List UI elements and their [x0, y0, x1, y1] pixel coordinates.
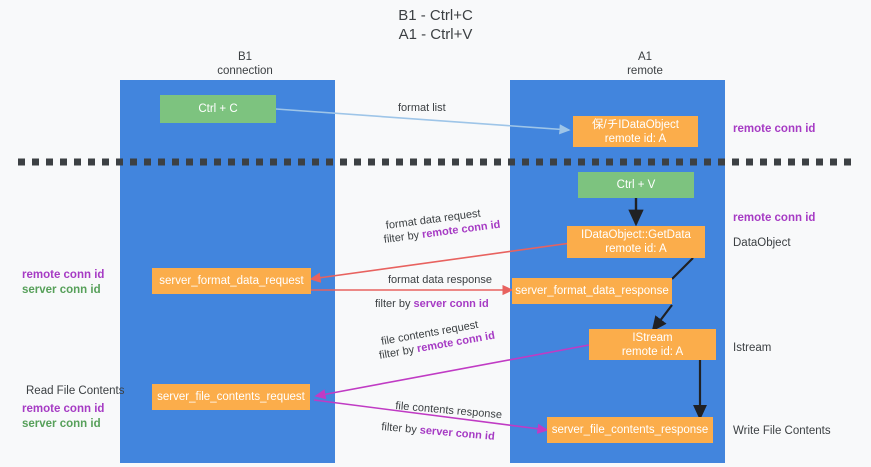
annotation-istream: Istream	[733, 342, 772, 354]
annotation-remote-conn-id-top: remote conn id	[733, 123, 816, 135]
filter-key-server-conn-id: server conn id	[413, 298, 489, 310]
server-format-data-response-box[interactable]: server_format_data_response	[512, 278, 672, 304]
edge-label-format-data-response: format data response	[388, 274, 492, 286]
server-file-contents-request-box[interactable]: server_file_contents_request	[152, 384, 310, 410]
server-file-contents-response-box[interactable]: server_file_contents_response	[547, 417, 713, 443]
idataobject-getdata-box[interactable]: IDataObject::GetData remote id: A	[567, 226, 705, 258]
column-header-a1: A1 remote	[627, 51, 663, 77]
ctrl-c-box[interactable]: Ctrl + C	[160, 95, 276, 123]
save-idataobject-box[interactable]: 保/チIDataObject remote id: A	[573, 116, 698, 147]
filter-key-server-conn-id: server conn id	[419, 424, 496, 443]
annotation-write-file-contents: Write File Contents	[733, 425, 831, 437]
annotation-read-file-contents: Read File Contents	[26, 385, 125, 397]
annotation-remote-conn-id-mid: remote conn id	[733, 212, 816, 224]
edge-label-file-contents-response: file contents response	[394, 399, 503, 422]
filter-prefix: filter by	[375, 298, 414, 310]
filter-prefix: filter by	[380, 420, 421, 437]
column-header-b1: B1 connection	[217, 51, 273, 77]
edge-label-format-data-response-filter: filter by server conn id	[375, 297, 489, 311]
page-title: B1 - Ctrl+C A1 - Ctrl+V	[398, 7, 473, 43]
edge-label-format-list: format list	[398, 102, 446, 114]
edge-label-file-contents-response-filter: filter by server conn id	[381, 420, 496, 444]
istream-box[interactable]: IStream remote id: A	[589, 329, 716, 360]
filter-prefix: filter by	[383, 228, 423, 246]
ctrl-v-box[interactable]: Ctrl + V	[578, 172, 694, 198]
annotation-dataobject: DataObject	[733, 237, 791, 249]
server-format-data-request-box[interactable]: server_format_data_request	[152, 268, 311, 294]
